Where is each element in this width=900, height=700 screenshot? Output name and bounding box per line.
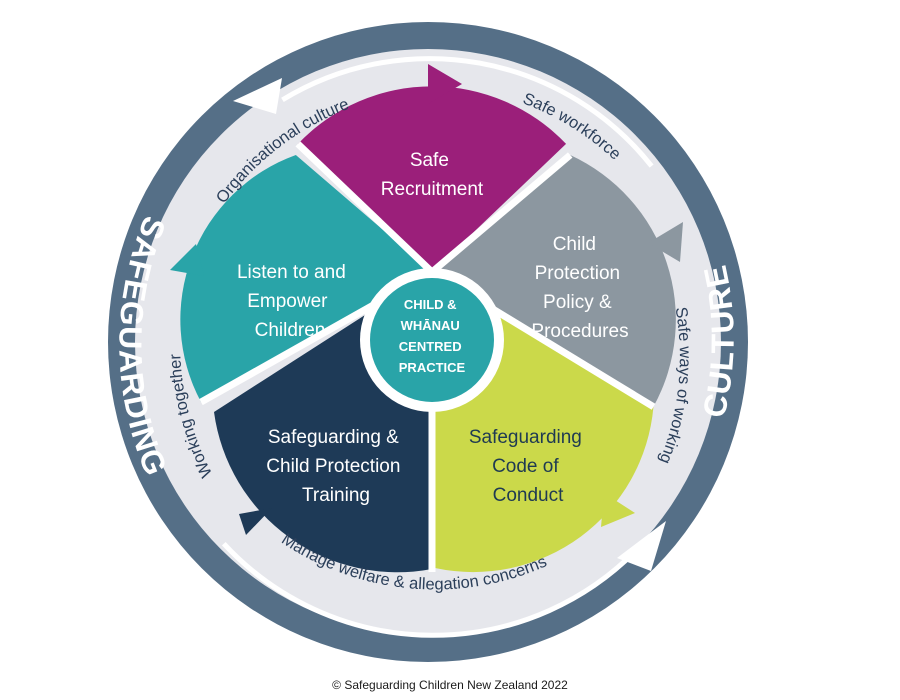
recruitment-label: Safe Recruitment <box>381 150 484 200</box>
listen-label: Listen to and Empower Children <box>237 262 351 341</box>
magenta-triangle-icon <box>428 64 462 104</box>
center-label: CHILD & WHĀNAU CENTRED PRACTICE <box>399 297 466 375</box>
copyright-footer: © Safeguarding Children New Zealand 2022 <box>332 678 568 692</box>
center-circle <box>370 278 494 402</box>
segment-safe-recruitment <box>297 86 567 272</box>
grey-triangle-icon <box>648 222 683 262</box>
policy-label: Child Protection Policy & Procedures <box>531 234 628 342</box>
teal-triangle-icon <box>170 244 204 276</box>
bottom-arrow-arc <box>221 541 642 638</box>
top-arrowhead-icon <box>233 78 282 114</box>
segment-policy-procedures <box>432 155 676 407</box>
lime-triangle-icon <box>601 493 635 527</box>
training-label: Safeguarding & Child Protection Training <box>266 427 405 506</box>
conduct-label: Safeguarding Code of Conduct <box>469 427 587 506</box>
navy-triangle-icon <box>239 508 272 535</box>
top-arrow-arc <box>281 56 654 168</box>
segment-listen-empower <box>180 154 432 403</box>
bottom-arrowhead-icon <box>617 521 666 571</box>
